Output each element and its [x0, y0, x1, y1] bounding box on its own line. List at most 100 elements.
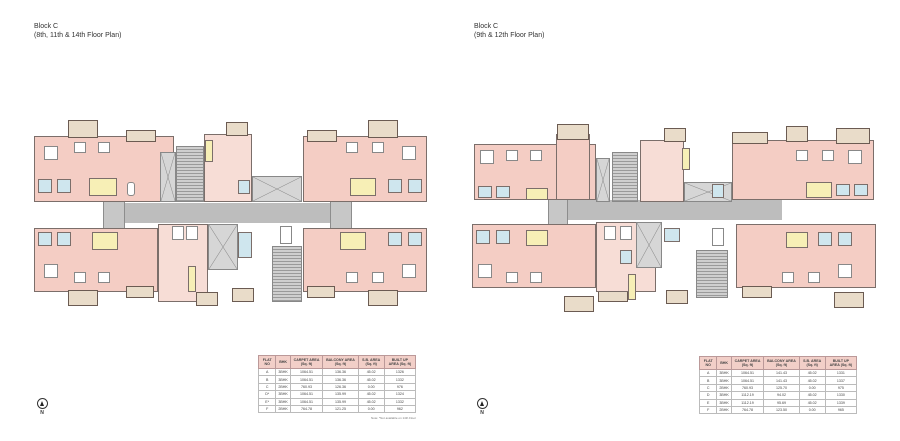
cell: 2BHK: [716, 383, 732, 393]
cell: A: [698, 368, 718, 378]
staircase: [272, 246, 302, 302]
cell: 965: [824, 405, 858, 415]
cell: 962: [383, 404, 417, 414]
duct-shaft: [636, 222, 662, 268]
balcony: [68, 290, 98, 306]
cell: 1324: [383, 390, 417, 399]
bed-icon: [402, 146, 416, 160]
toilet: [238, 232, 252, 258]
plan-title-floors: (9th & 12th Floor Plan): [474, 32, 545, 39]
cell: 135.99: [322, 390, 359, 399]
cell: 123.50: [763, 405, 800, 415]
toilet: [38, 232, 52, 246]
cell: 3BHK: [716, 398, 732, 407]
balcony: [196, 292, 218, 306]
toilet: [57, 232, 71, 246]
col-sb-area: S.B. AREA (Sq. ft): [357, 355, 385, 369]
col-built-up-area: BUILT UP AREA (Sq. ft): [824, 356, 858, 370]
balcony: [68, 120, 98, 138]
balcony: [564, 296, 594, 312]
col-balcony-area: BALCONY AREA (Sq. ft): [322, 355, 359, 369]
bed-icon: [346, 142, 358, 153]
kitchen: [682, 148, 690, 170]
bed-icon: [530, 272, 542, 283]
balcony: [126, 130, 156, 142]
duct-shaft: [208, 224, 238, 270]
cell: 135.99: [322, 397, 359, 406]
col-built-up-area: BUILT UP AREA (Sq. ft): [383, 355, 417, 369]
cell: 45.02: [798, 398, 826, 407]
cell: 3BHK: [716, 376, 732, 385]
cell: C: [257, 382, 277, 392]
lift: [186, 226, 198, 240]
kitchen: [526, 230, 548, 246]
cell: 1330: [824, 391, 858, 400]
cell: 1064.51: [289, 390, 324, 399]
plan-title-block: Block C: [34, 23, 59, 30]
cell: 45.02: [798, 376, 826, 385]
bed-icon: [822, 150, 834, 161]
bed-icon: [506, 272, 518, 283]
dining-table-icon: [127, 182, 135, 196]
lift: [604, 226, 616, 240]
cell: 95.69: [763, 398, 800, 407]
cell: 3BHK: [275, 367, 291, 377]
cell: 0.00: [357, 382, 385, 392]
kitchen: [205, 140, 213, 162]
cell: 2BHK: [275, 404, 291, 414]
staircase: [612, 152, 638, 202]
balcony: [786, 126, 808, 142]
cell: 1337: [824, 376, 858, 385]
balcony: [666, 290, 688, 304]
cell: 3BHK: [275, 397, 291, 406]
lift: [620, 226, 632, 240]
cell: F: [698, 405, 718, 415]
floor-plan-panel-9-12: Block C (9th & 12th Floor Plan): [450, 0, 900, 441]
cell: F: [257, 404, 277, 414]
cell: 1326: [383, 367, 417, 377]
bed-icon: [782, 272, 794, 283]
cell: 1064.51: [289, 367, 324, 377]
cell: 1064.51: [289, 375, 324, 384]
toilet: [408, 232, 422, 246]
bed-icon: [74, 272, 86, 283]
cell: 45.02: [357, 397, 385, 406]
table-footnote: Note: *Not available on 14th Floor: [370, 416, 416, 420]
toilet: [57, 179, 71, 193]
bed-icon: [98, 142, 110, 153]
bed-icon: [808, 272, 820, 283]
bed-icon: [372, 272, 384, 283]
bed-icon: [74, 142, 86, 153]
cell: 141.43: [763, 376, 800, 385]
balcony: [836, 128, 870, 144]
col-balcony-area: BALCONY AREA (Sq. ft): [763, 356, 800, 370]
toilet: [664, 228, 680, 242]
cell: 45.02: [798, 391, 826, 400]
bed-icon: [346, 272, 358, 283]
cell: 136.36: [322, 375, 359, 384]
cell: 760.93: [730, 383, 765, 393]
duct-shaft: [252, 176, 302, 202]
cell: 3BHK: [716, 391, 732, 400]
cell: 760.93: [289, 382, 324, 392]
compass-label: N: [40, 410, 44, 416]
kitchen: [350, 178, 376, 196]
kitchen: [188, 266, 196, 292]
cell: 3BHK: [716, 368, 732, 378]
kitchen: [340, 232, 366, 250]
cell: B: [257, 375, 277, 384]
lobby-corridor: [118, 203, 336, 223]
flat-c-top: [640, 140, 684, 202]
cell: 141.43: [763, 368, 800, 378]
cell: E: [698, 398, 718, 407]
toilet: [496, 230, 510, 244]
cell: 126.36: [322, 382, 359, 392]
cell: 2BHK: [716, 405, 732, 415]
kitchen: [786, 232, 808, 248]
cell: 1112.19: [730, 391, 765, 400]
